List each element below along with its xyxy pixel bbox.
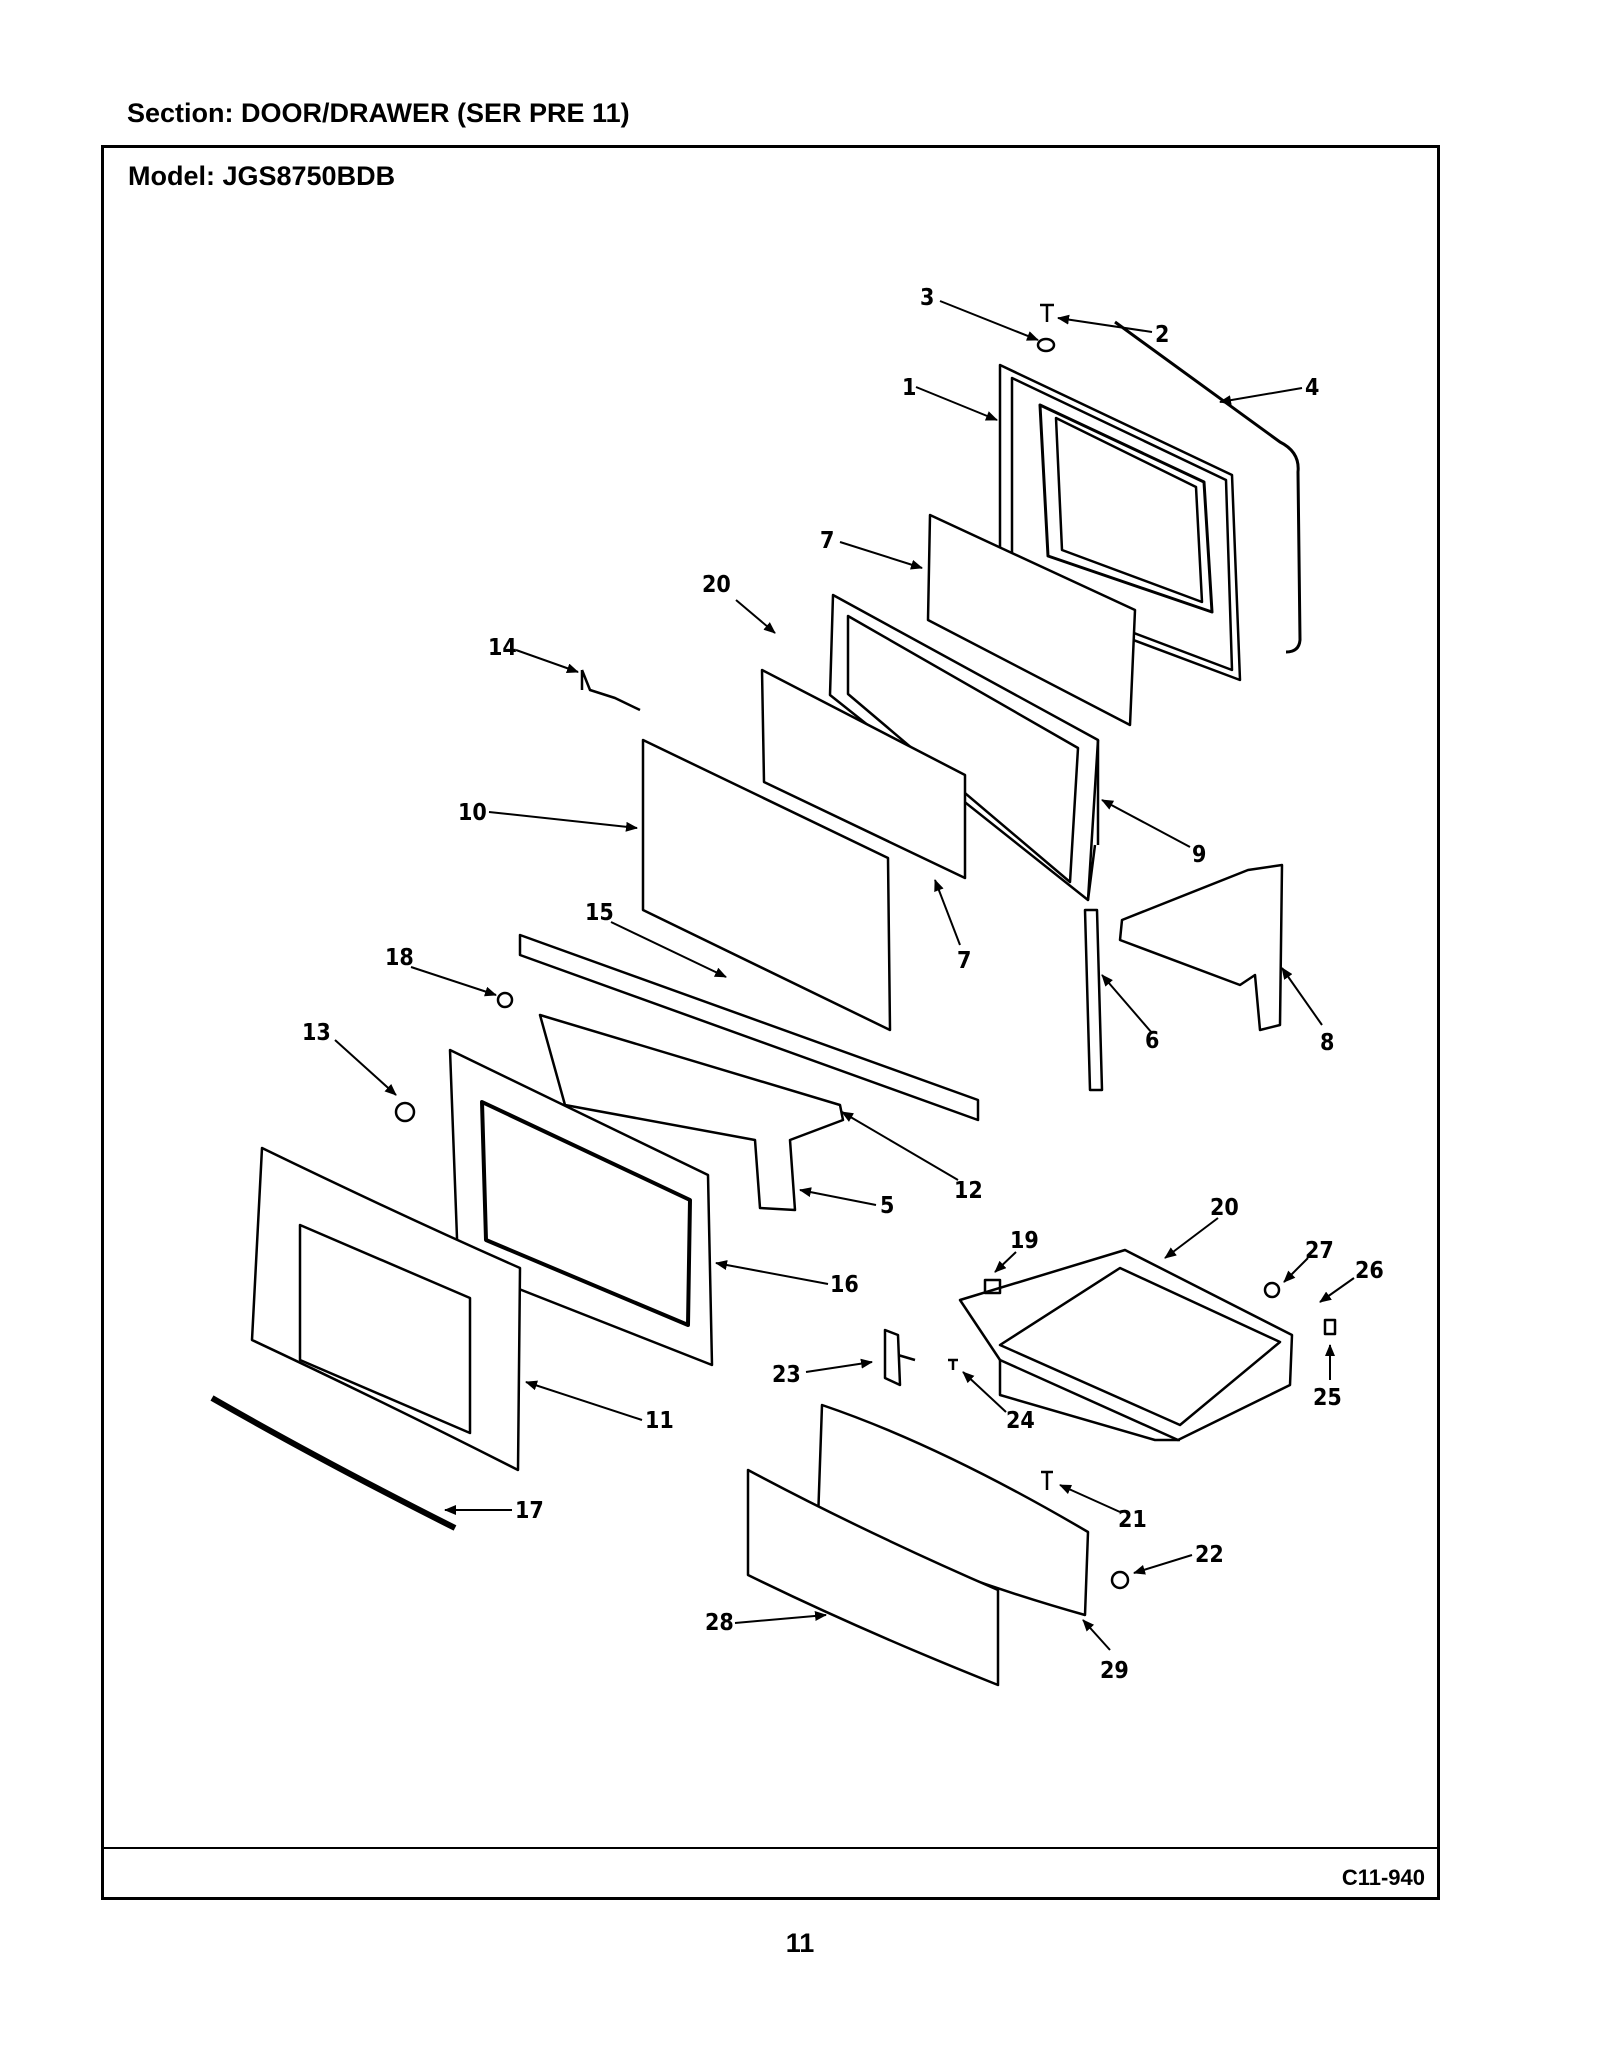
part-bumper [394,1101,416,1123]
callout-21: 21 [1118,1507,1147,1533]
part-drawer-pan [958,1248,1294,1442]
callout-20b: 20 [1210,1195,1239,1221]
part-panel [538,1013,845,1212]
part-glass-lower [760,668,967,880]
part-side-trim [1118,863,1284,1032]
callout-12: 12 [954,1178,983,1204]
callout-13: 13 [302,1020,331,1046]
leader-29 [1082,1619,1111,1651]
leader-8 [1281,967,1323,1026]
leader-1 [915,386,998,421]
diagram-code: C11-940 [1341,1865,1425,1890]
callout-22: 22 [1195,1542,1224,1568]
callout-28: 28 [705,1610,734,1636]
section-title: Section: DOOR/DRAWER (SER PRE 11) [127,98,630,128]
leader-26 [1319,1277,1355,1303]
part-handle [210,1395,457,1531]
leader-28 [734,1610,827,1624]
callout-4: 4 [1305,375,1319,401]
leader-10 [488,811,638,832]
footer-divider [104,1847,1437,1849]
callout-10: 10 [458,800,487,826]
leader-16 [715,1260,829,1285]
part-drawer-bracket [883,1328,916,1387]
leader-9 [1101,799,1191,848]
callout-15: 15 [585,900,614,926]
leader-18 [410,966,497,997]
callout-20: 20 [702,572,731,598]
part-outer-door [250,1146,522,1472]
callout-11: 11 [645,1408,674,1434]
leader-15 [610,921,727,978]
part-bracket [580,669,641,712]
leader-20b [1164,1217,1219,1259]
leader-11 [525,1380,643,1421]
leader-13 [334,1039,397,1096]
callout-1: 1 [902,375,916,401]
leader-4 [1219,387,1303,406]
part-screw-21 [1041,1470,1053,1490]
callout-9: 9 [1192,842,1206,868]
part-drawer-panel [746,1468,1000,1687]
callout-5: 5 [880,1193,894,1219]
model-title: Model: JGS8750BDB [128,161,396,191]
leader-5 [799,1187,877,1206]
leader-27 [1283,1257,1309,1283]
leader-6 [1101,974,1153,1034]
callout-19: 19 [1010,1228,1039,1254]
leader-7 [839,541,923,570]
callout-27: 27 [1305,1238,1334,1264]
part-glass-upper [926,513,1137,727]
part-screw-top [1040,303,1054,322]
part-glass-large [641,738,892,1032]
leader-14 [515,649,579,674]
leader-3 [939,300,1039,341]
leader-19 [994,1251,1017,1273]
callout-14: 14 [488,635,517,661]
leader-7b [934,879,961,946]
part-gasket [1114,320,1302,654]
callout-24: 24 [1006,1408,1035,1434]
callout-29: 29 [1100,1658,1129,1684]
part-nut-top [1036,337,1056,353]
callout-26: 26 [1355,1258,1384,1284]
part-stop-block [983,1278,1002,1295]
part-screw-25 [1323,1318,1337,1336]
leader-20 [735,599,776,634]
callout-17: 17 [515,1498,544,1524]
callout-3: 3 [920,285,934,311]
part-hinge [1083,908,1104,1092]
leader-24 [962,1371,1007,1413]
callout-23: 23 [772,1362,801,1388]
callout-8: 8 [1320,1030,1334,1056]
leader-2 [1057,314,1153,333]
leader-23 [805,1358,873,1373]
callout-2: 2 [1155,322,1169,348]
callout-16: 16 [830,1272,859,1298]
leader-22 [1133,1554,1193,1575]
callout-6: 6 [1145,1028,1159,1054]
leader-21 [1059,1484,1121,1513]
part-nut-27 [1263,1281,1281,1299]
callout-7: 7 [820,528,834,554]
diagram-frame: Model: JGS8750BDB C11-940 [101,145,1440,1900]
page-number: 11 [785,1928,815,1958]
part-spacer [496,991,514,1009]
callout-7b: 7 [957,948,971,974]
callout-18: 18 [385,945,414,971]
leader-12 [841,1111,959,1181]
part-nut-22 [1110,1570,1130,1590]
part-channel [518,933,980,1122]
part-screw-24 [948,1358,958,1370]
callout-25: 25 [1313,1385,1342,1411]
part-inner-frame [828,593,1100,902]
